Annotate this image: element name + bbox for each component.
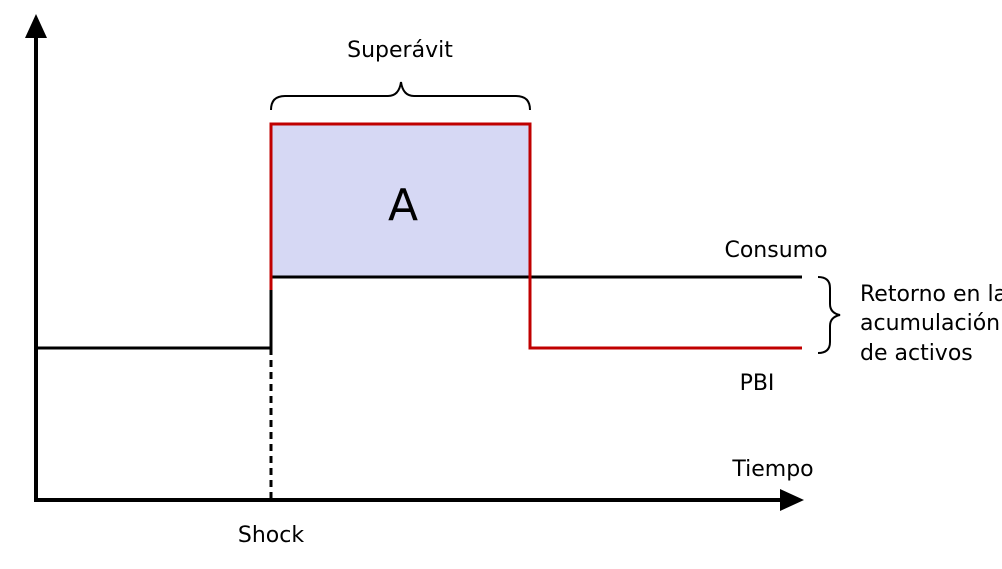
surplus-label: Superávit <box>347 38 453 63</box>
surplus-brace <box>270 81 531 111</box>
consumption-line <box>36 275 802 350</box>
x-axis-arrowhead <box>780 489 804 511</box>
shock-label: Shock <box>238 523 304 548</box>
surplus-area-a <box>271 124 530 277</box>
time-axis-label: Tiempo <box>731 457 813 482</box>
axes <box>25 14 804 511</box>
gdp-label: PBI <box>740 371 775 396</box>
return-label-line1: Retorno en la <box>860 282 1002 307</box>
consumption-label: Consumo <box>724 238 827 263</box>
return-brace <box>817 276 841 354</box>
return-label-line3: de activos <box>860 341 973 366</box>
gdp-line <box>269 122 802 350</box>
area-label: A <box>388 180 418 231</box>
return-label-line2: acumulación <box>860 311 1000 336</box>
y-axis-arrowhead <box>25 14 47 38</box>
